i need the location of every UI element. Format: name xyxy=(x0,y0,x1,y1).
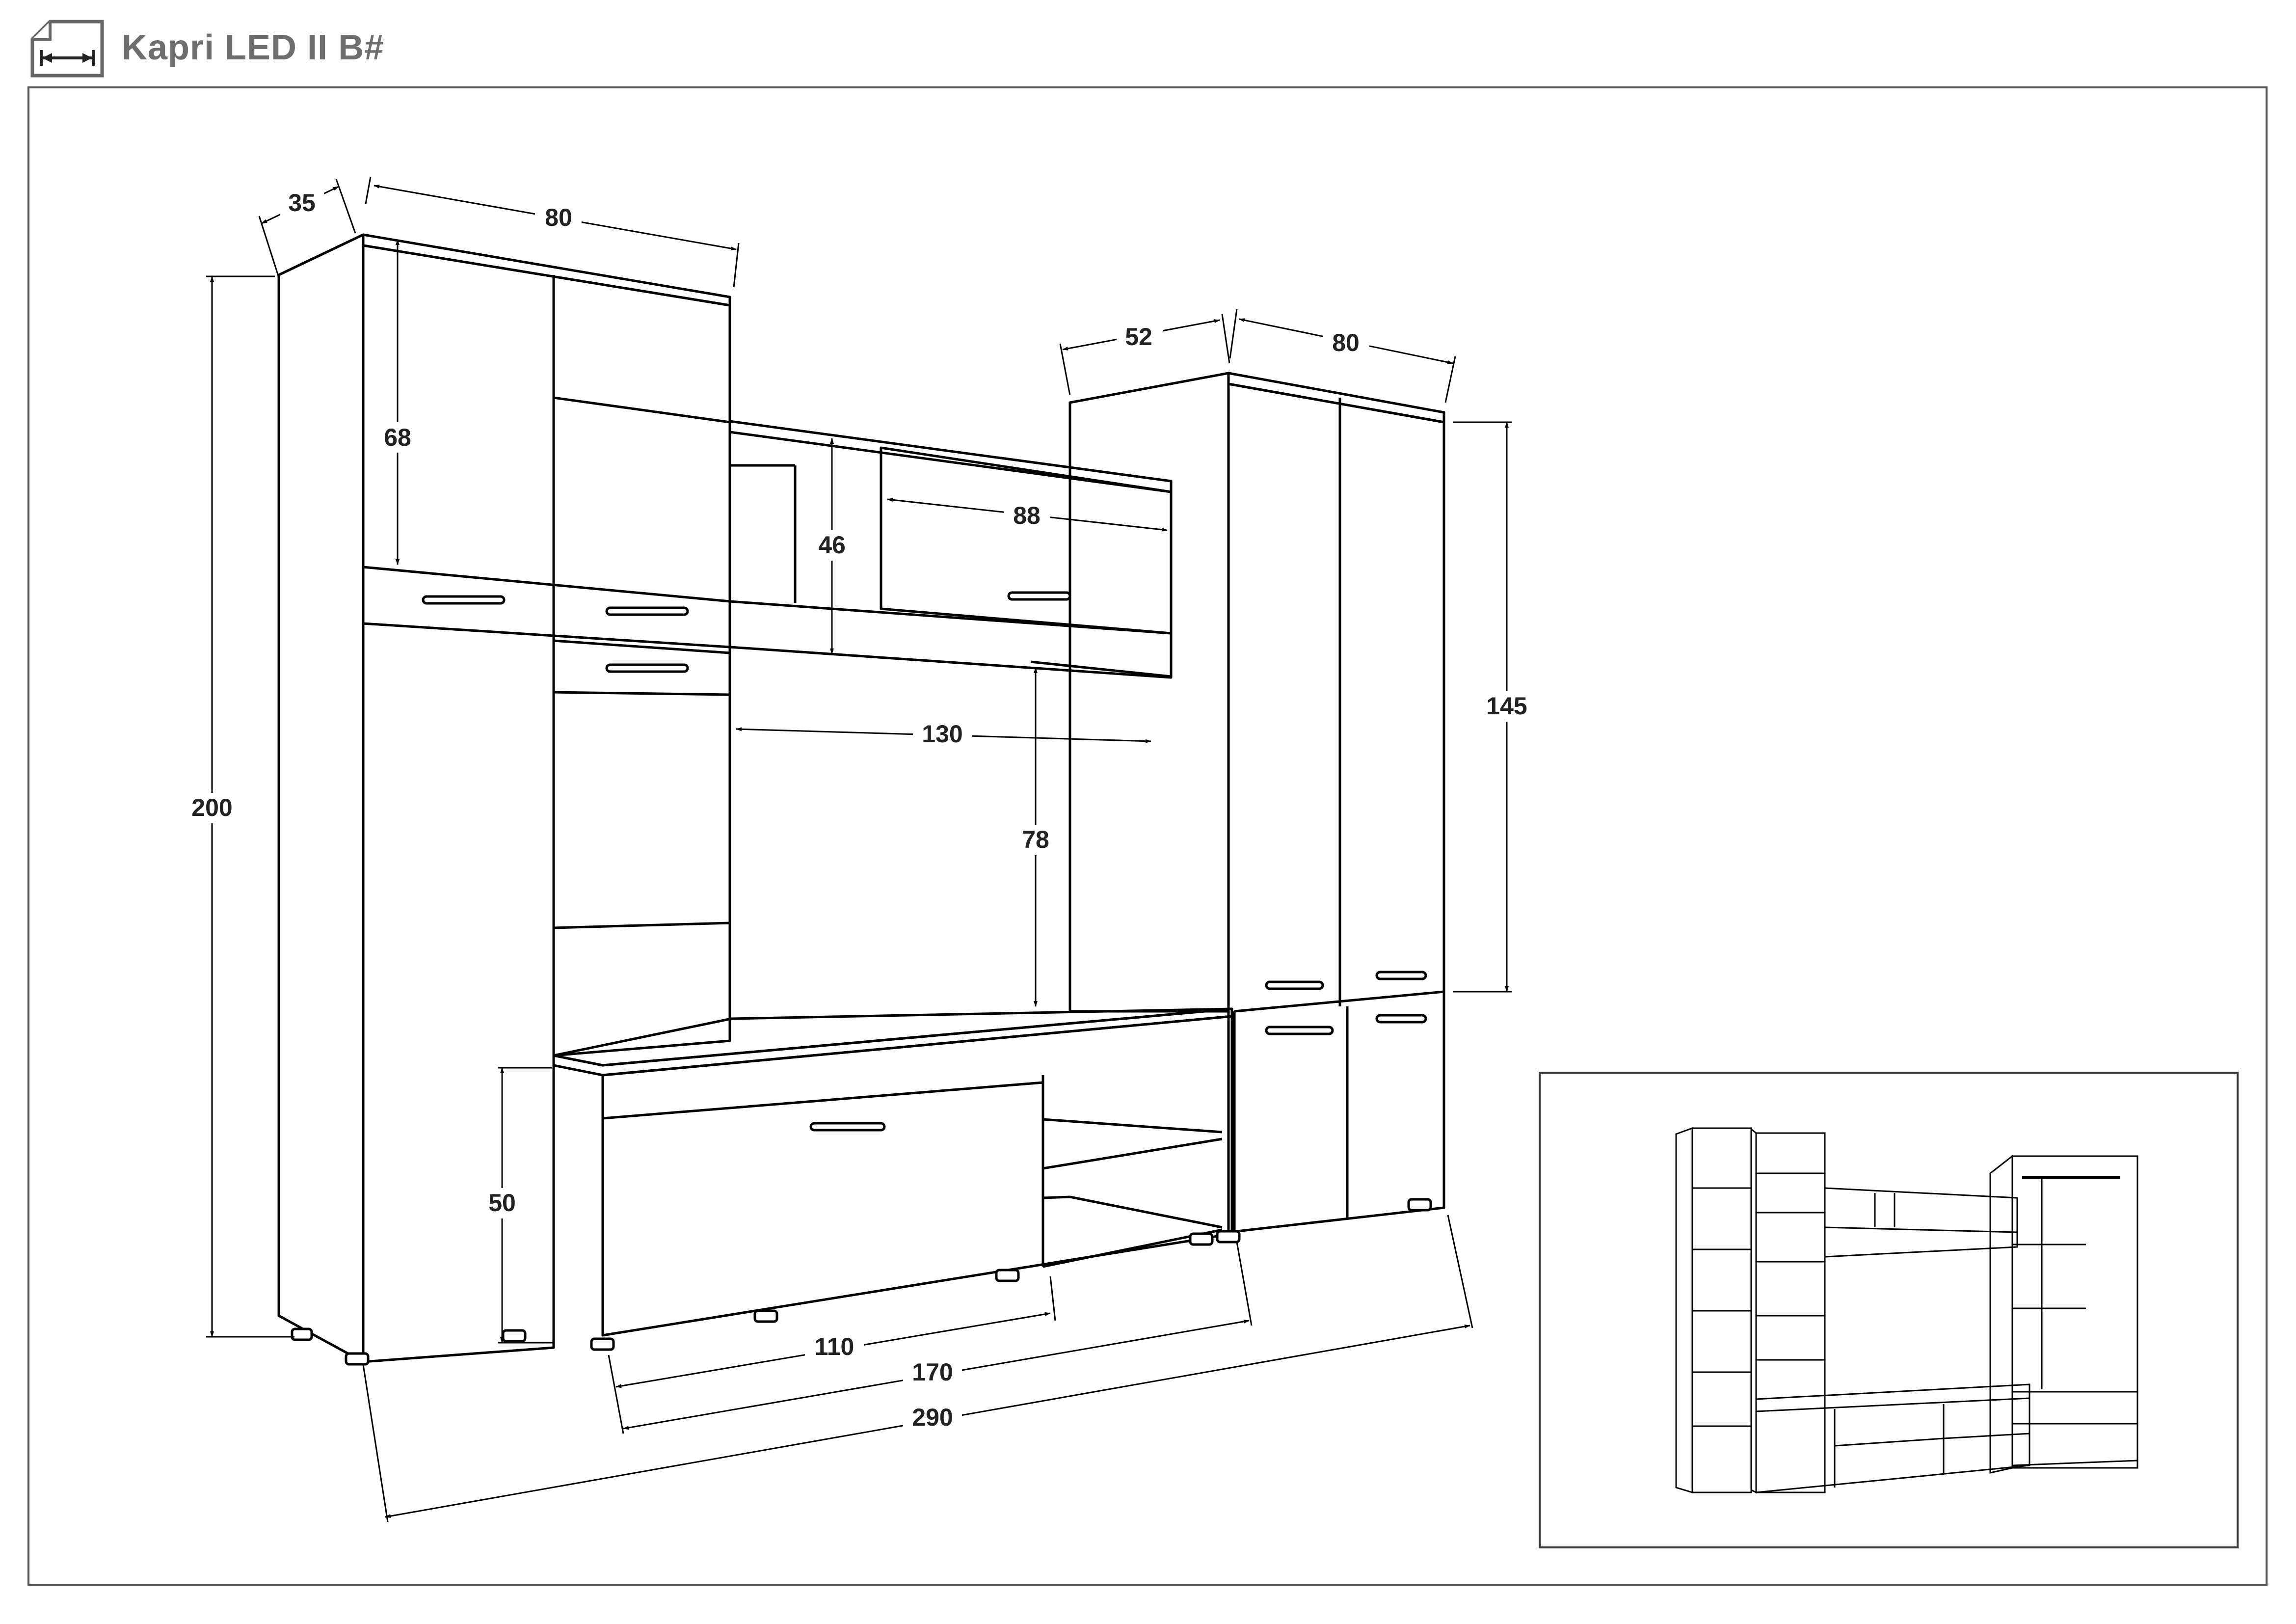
dimension-labels: 35 80 200 68 46 88 130 78 52 80 145 50 1… xyxy=(186,187,1536,1433)
dim-left-depth: 35 xyxy=(288,189,316,217)
dim-right-height: 145 xyxy=(1486,692,1527,720)
dim-width-290: 290 xyxy=(912,1404,953,1431)
dim-right-width: 80 xyxy=(1332,329,1360,356)
dim-tv-width: 130 xyxy=(922,720,962,748)
dim-left-width: 80 xyxy=(545,204,572,231)
dim-width-110: 110 xyxy=(815,1333,854,1360)
drawing-frame xyxy=(27,86,2268,1586)
wall-unit-drawing xyxy=(277,233,1445,1363)
dim-left-upper-door: 68 xyxy=(384,424,411,451)
dim-right-depth: 52 xyxy=(1125,323,1152,351)
dim-left-height: 200 xyxy=(191,794,232,821)
page-title: Kapri LED II B# xyxy=(122,28,385,67)
dim-tv-stand-height: 50 xyxy=(488,1189,516,1217)
dim-shelf-width: 88 xyxy=(1013,502,1041,529)
dim-shelf-height: 46 xyxy=(818,531,846,559)
inset-open-view xyxy=(1539,1072,2239,1548)
extension-lines xyxy=(206,176,1512,1522)
width-dimension-icon xyxy=(30,20,104,78)
dim-width-170: 170 xyxy=(912,1358,953,1386)
dim-tv-height: 78 xyxy=(1022,826,1049,853)
inset-frame xyxy=(1539,1072,2239,1548)
